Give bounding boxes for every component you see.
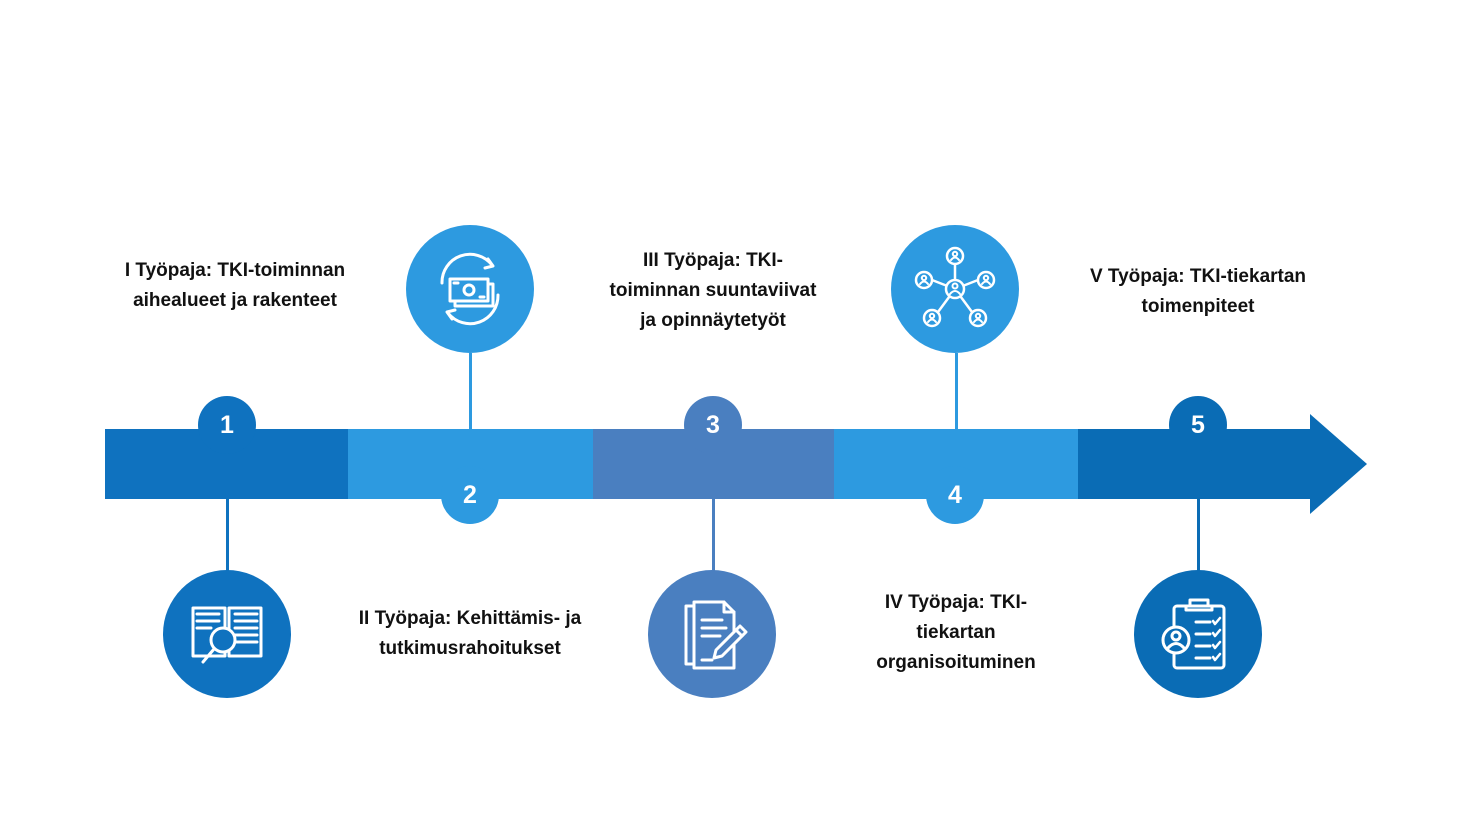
step-2-icon-circle	[406, 225, 534, 353]
step-2-connector	[469, 353, 472, 429]
step-1-icon-circle	[163, 570, 291, 698]
step-3-connector	[712, 499, 715, 574]
step-4-badge: 4	[926, 466, 984, 524]
money-exchange-icon	[440, 252, 500, 326]
timeline-arrowhead	[1310, 414, 1367, 514]
step-1-connector	[226, 499, 229, 574]
people-network-icon	[914, 246, 996, 328]
book-magnifier-icon	[191, 606, 263, 664]
step-5-label: V Työpaja: TKI-tiekartan toimenpiteet	[1089, 266, 1307, 317]
step-2-badge: 2	[441, 466, 499, 524]
step-5-badge: 5	[1169, 396, 1227, 454]
step-3-badge: 3	[684, 396, 742, 454]
step-3-label: III Työpaja: TKI- toiminnan suuntaviivat…	[609, 250, 817, 331]
step-3-icon-circle	[648, 570, 776, 698]
clipboard-checklist-icon	[1161, 598, 1226, 670]
step-4-connector	[955, 353, 958, 429]
step-5-icon-circle	[1134, 570, 1262, 698]
step-4-icon-circle	[891, 225, 1019, 353]
step-4-label: IV Työpaja: TKI- tiekartan organisoitumi…	[876, 592, 1036, 673]
document-pencil-icon	[684, 600, 748, 670]
step-5-connector	[1197, 499, 1200, 574]
step-1-label: I Työpaja: TKI-toiminnan aihealueet ja r…	[124, 260, 346, 311]
step-1-badge: 1	[198, 396, 256, 454]
step-2-label: II Työpaja: Kehittämis- ja tutkimusrahoi…	[358, 608, 582, 659]
